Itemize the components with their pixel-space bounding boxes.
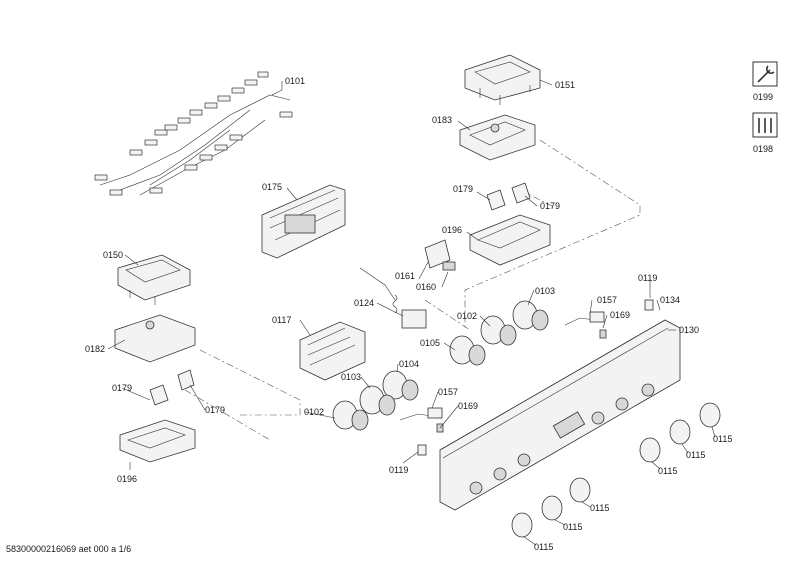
label-0134: 0134: [660, 295, 680, 305]
assembly-lines: [184, 139, 641, 441]
toolkit-icon: [752, 112, 778, 138]
terminal-block-left: [114, 314, 196, 363]
junction-box-left: [117, 254, 191, 305]
label-0115-e: 0115: [563, 522, 582, 532]
label-0115-b: 0115: [686, 450, 705, 460]
label-0115-d: 0115: [590, 503, 609, 513]
junction-box-top: [464, 54, 541, 105]
document-id: 58300000216069 aet 000 a 1/6: [6, 544, 131, 554]
label-0115-a: 0115: [713, 434, 732, 444]
label-0103-top: 0103: [535, 286, 555, 296]
label-0104: 0104: [399, 359, 419, 369]
label-0175: 0175: [262, 182, 282, 192]
label-0102-top: 0102: [457, 311, 477, 321]
label-0130: 0130: [679, 325, 699, 335]
small-fixings: [417, 299, 654, 456]
label-0169-mid: 0169: [458, 401, 478, 411]
label-0179-top-right: 0179: [540, 201, 560, 211]
bracket-bottom: [119, 419, 196, 463]
part-labels: 0101 0151 0199 0198 0183 0175 0179 0179 …: [85, 76, 773, 552]
label-0157-top: 0157: [597, 295, 617, 305]
label-0196-bottom: 0196: [117, 474, 137, 484]
clips-bottom: [149, 369, 195, 406]
label-0169-top: 0169: [610, 310, 630, 320]
label-0199: 0199: [753, 92, 773, 102]
label-0196-top: 0196: [442, 225, 462, 235]
label-0160: 0160: [416, 282, 436, 292]
label-0179-top-left: 0179: [453, 184, 473, 194]
label-0115-c: 0115: [658, 466, 677, 476]
label-0182: 0182: [85, 344, 105, 354]
terminal-block-top: [459, 114, 536, 161]
label-0151: 0151: [555, 80, 575, 90]
label-0101: 0101: [285, 76, 305, 86]
label-0119-top: 0119: [638, 273, 657, 283]
knob-rings: [511, 402, 721, 538]
label-0161: 0161: [395, 271, 415, 281]
label-0115-f: 0115: [534, 542, 553, 552]
label-0179-bottom-right: 0179: [205, 405, 225, 415]
label-0183: 0183: [432, 115, 452, 125]
bracket-top: [469, 214, 551, 266]
label-0150: 0150: [103, 250, 123, 260]
rotary-switches: [332, 300, 549, 431]
door-switch: [424, 239, 456, 271]
label-0124: 0124: [354, 298, 374, 308]
clips-top: [486, 182, 531, 211]
label-0102-mid: 0102: [304, 407, 324, 417]
control-module: [261, 184, 346, 259]
label-0119-bottom: 0119: [389, 465, 408, 475]
label-0105: 0105: [420, 338, 440, 348]
wrench-icon: [752, 61, 778, 87]
selector-switch: [299, 321, 366, 381]
label-0157-mid: 0157: [438, 387, 458, 397]
label-0198: 0198: [753, 144, 773, 154]
wiring-harness: [94, 71, 293, 196]
label-0117: 0117: [272, 315, 291, 325]
thermostat: [359, 267, 427, 329]
control-panel: [439, 319, 681, 511]
label-0103-mid: 0103: [341, 372, 361, 382]
leader-lines: [107, 79, 716, 546]
label-0179-bottom-left: 0179: [112, 383, 132, 393]
